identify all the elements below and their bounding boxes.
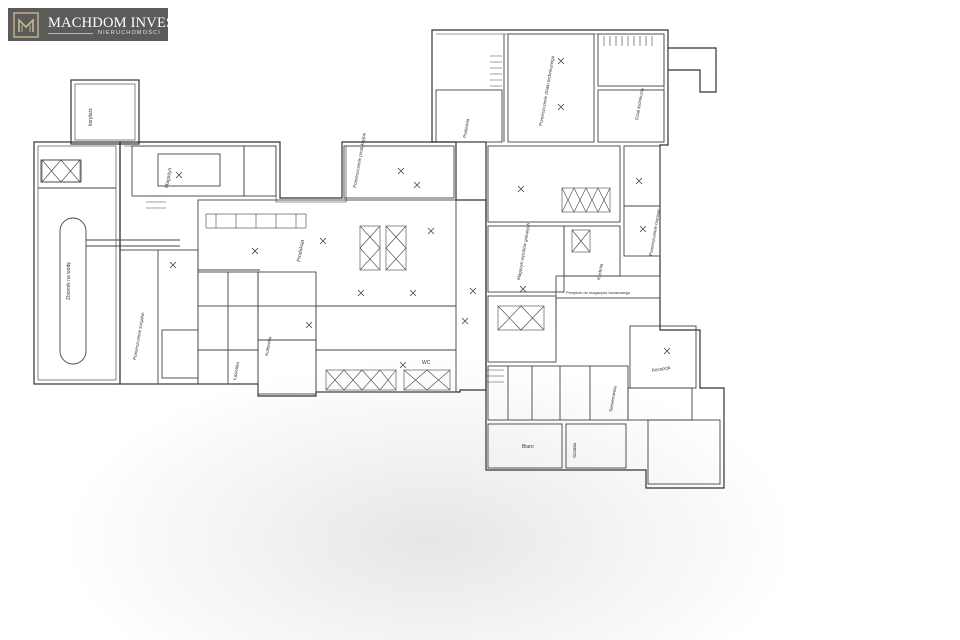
label-pomieszczenie-dzialu: Pomieszczenie działu technicznego	[538, 55, 555, 126]
production-line	[205, 213, 307, 229]
rack-3	[385, 225, 407, 271]
stairs	[146, 36, 653, 383]
rack-6	[561, 187, 611, 213]
rack-1	[41, 159, 81, 183]
label-pomieszczenie-socjalne: Pomieszczenie socjalne	[132, 312, 145, 361]
light-fixtures	[169, 57, 671, 369]
logo-mark-icon	[13, 12, 39, 38]
label-zbiornik: Zbiornik na wodę	[66, 262, 72, 300]
rack-7	[571, 229, 591, 253]
label-dzial-techniczny: Dział techniczny	[634, 87, 645, 121]
label-produkcja: Produkcja	[296, 239, 306, 262]
label-portiernia: Portiernia	[462, 118, 470, 138]
label-kotlownia: Kotłownia	[264, 336, 272, 357]
wall-right-block	[431, 29, 725, 489]
room-labels: korytarz Zbiornik na wodę Produkcja Pomi…	[66, 55, 671, 458]
label-przejscie: Przejście do magazynu towarowego	[566, 290, 631, 295]
label-pomieszczenie-biurowe: Pomieszczenie biurowe	[648, 208, 661, 256]
label-wc: WC	[422, 360, 431, 366]
water-tank-outline	[59, 217, 87, 365]
wall-central-block	[119, 141, 487, 397]
label-korytarz: korytarz	[88, 108, 94, 126]
rack-2	[359, 225, 381, 271]
label-magazyn: Magazyn	[164, 167, 173, 188]
interior-walls	[38, 33, 721, 485]
outer-walls	[33, 29, 725, 489]
label-magazyn-gotowy: Magazyn wyrobów gotowych	[516, 222, 531, 280]
label-lazienka: Łazienka	[232, 361, 240, 380]
logo-divider	[48, 33, 93, 34]
label-serwerownia: Serwerownia	[608, 385, 618, 412]
rack-8	[497, 305, 545, 331]
company-logo: MACHDOM INVEST NIERUCHOMOŚCI	[8, 8, 183, 41]
wall-entrance-bump	[668, 47, 717, 93]
logo-company-name: MACHDOM INVEST	[48, 15, 184, 31]
logo-subtitle: NIERUCHOMOŚCI	[98, 30, 161, 36]
rack-4	[325, 369, 397, 391]
label-szatnia: Szatnia	[572, 442, 577, 458]
wall-stair-tower	[70, 79, 140, 145]
label-recepcja: Recepcja	[651, 365, 671, 373]
label-biuro: Biuro	[522, 444, 534, 450]
storage-racks	[41, 159, 611, 391]
label-kuchnia: Kuchnia	[596, 263, 604, 280]
production-hall-walls	[197, 199, 457, 307]
rack-5	[403, 369, 451, 391]
label-pomieszczenie-produkcyjne: Pomieszczenie produkcyjne	[352, 132, 367, 188]
